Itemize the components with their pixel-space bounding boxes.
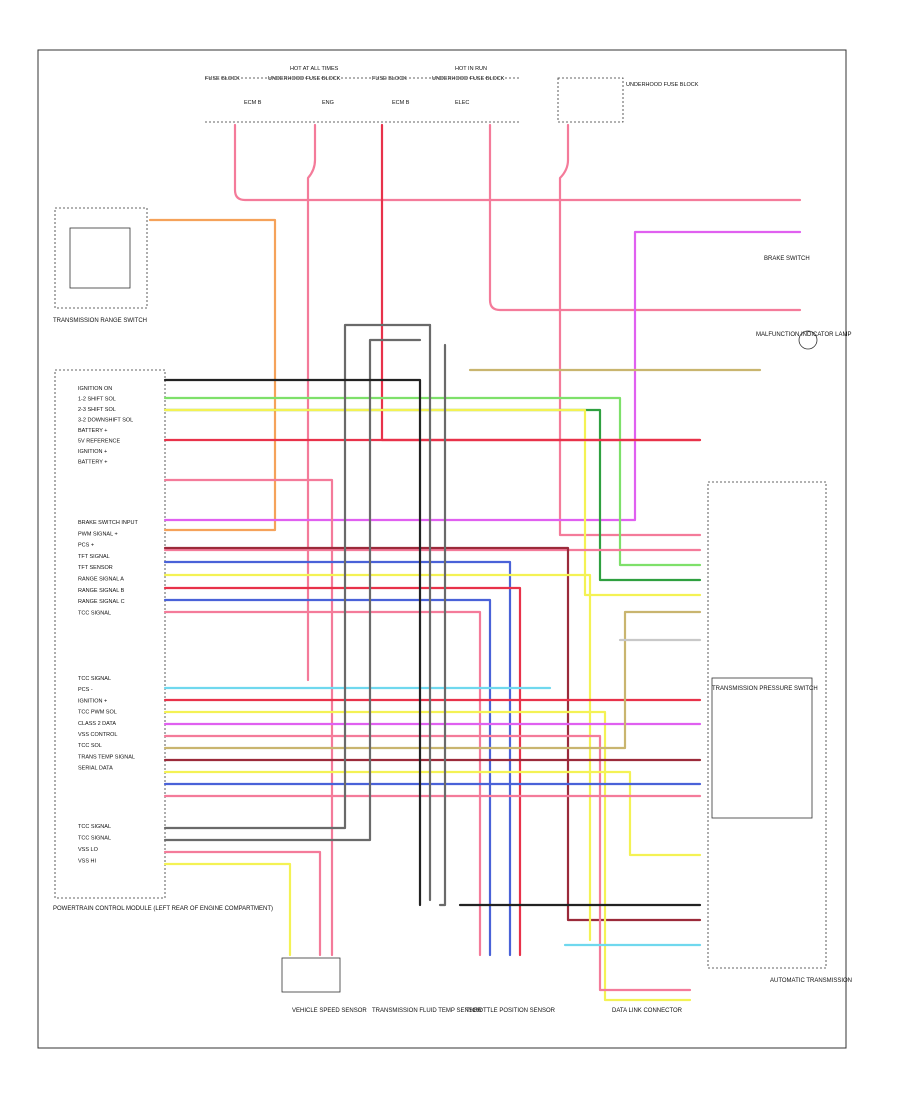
ecm-pin-label: TCC SIGNAL <box>78 824 111 830</box>
wire-tan <box>163 610 702 750</box>
hot-in-run-label: HOT IN RUN <box>455 66 487 72</box>
wire-pink <box>163 610 482 957</box>
tft-label: TRANSMISSION FLUID TEMP SENSOR <box>372 1008 482 1014</box>
ecm-pin-label: RANGE SIGNAL A <box>78 577 124 583</box>
ecm-pin-label: TCC SIGNAL <box>78 836 111 842</box>
wire-yellow <box>163 862 292 957</box>
wire-red <box>163 586 522 957</box>
trans-range-label: TRANSMISSION RANGE SWITCH <box>53 318 147 324</box>
wire-pink <box>306 123 317 682</box>
malfunction-lamp-icon <box>798 330 818 350</box>
ecm-pin-label: IGNITION + <box>78 449 107 455</box>
ecm-pin-label: RANGE SIGNAL C <box>78 599 125 605</box>
wire-gray <box>438 343 447 907</box>
ecm-pin-label: TCC SIGNAL <box>78 676 111 682</box>
pcm-label: POWERTRAIN CONTROL MODULE (LEFT REAR OF … <box>53 906 273 912</box>
wire-blue <box>163 598 492 957</box>
ecm-pin-group-4: TCC SIGNAL TCC SIGNAL VSS LO VSS HI <box>78 824 111 865</box>
wire-violet <box>163 230 802 522</box>
ecm-pin-group-2: BRAKE SWITCH INPUT PWM SIGNAL + PCS + TFT S… <box>78 520 139 616</box>
ecm-pin-label: TCC PWM SOL <box>78 710 117 716</box>
ecm-pin-label: TCC SOL <box>78 743 102 749</box>
ecm-pin-group-3: TCC SIGNAL PCS - IGNITION + TCC PWM SOL CLAS… <box>78 676 135 772</box>
wire-yellow <box>163 573 592 942</box>
ecm-pin-label: 3-2 DOWNSHIFT SOL <box>78 418 133 424</box>
malfunction-lamp-label: MALFUNCTION INDICATOR LAMP <box>756 332 851 338</box>
ecm-pin-label: VSS LO <box>78 847 99 853</box>
ecm-pin-label: TCC SIGNAL <box>78 610 111 616</box>
ecm-pin-label: BRAKE SWITCH INPUT <box>78 520 139 526</box>
wire-yellow <box>163 710 692 1002</box>
ecm-pin-label: TFT SIGNAL <box>78 554 110 560</box>
pcm-block: POWERTRAIN CONTROL MODULE (LEFT REAR OF … <box>53 369 273 912</box>
ecm-pin-label: CLASS 2 DATA <box>78 721 116 727</box>
ecm-pin-label: RANGE SIGNAL B <box>78 588 125 594</box>
ecm-pin-label: BATTERY + <box>78 460 108 466</box>
auto-trans-block: TRANSMISSION PRESSURE SWITCH AUTOMATIC T… <box>707 481 852 984</box>
wire-pink <box>488 123 802 312</box>
wire-brown <box>163 546 702 922</box>
wire-pink <box>233 123 802 202</box>
hot-at-all-times-label: HOT AT ALL TIMES <box>290 66 339 72</box>
underhood-fuse-label: UNDERHOOD FUSE BLOCK <box>626 82 699 88</box>
tps-label: THROTTLE POSITION SENSOR <box>466 1008 556 1014</box>
auto-trans-label: AUTOMATIC TRANSMISSION <box>770 978 852 984</box>
ecm-pin-label: IGNITION + <box>78 698 107 704</box>
wire-yellow <box>163 770 702 857</box>
wire-blue <box>163 560 512 957</box>
wires-layer <box>148 123 802 1002</box>
ecm-pin-label: IGNITION ON <box>78 386 112 392</box>
pressure-switch-label: TRANSMISSION PRESSURE SWITCH <box>712 686 818 692</box>
fuse-panel: HOT AT ALL TIMES HOT IN RUN FUSE BLOCK U… <box>205 66 699 123</box>
fuse-2: ENG <box>322 100 334 106</box>
fuse-4: ELEC <box>455 100 469 106</box>
fuse-segment-1: FUSE BLOCK <box>205 76 240 82</box>
wire-black <box>163 378 422 907</box>
wire-pink <box>163 734 692 992</box>
vss-label: VEHICLE SPEED SENSOR <box>292 1008 367 1014</box>
fuse-1: ECM B <box>244 100 262 106</box>
wire-gray <box>163 338 422 842</box>
fuse-3: ECM B <box>392 100 410 106</box>
ecm-pin-label: PWM SIGNAL + <box>78 531 118 537</box>
fuse-segment-3: FUSE BLOCK <box>372 76 407 82</box>
wire-pink <box>163 850 322 957</box>
wire-orange <box>148 218 277 532</box>
underhood-fuse-box <box>557 77 624 123</box>
wire-gray <box>163 323 432 830</box>
diagram-frame <box>37 49 847 1049</box>
ecm-pin-label: 2-3 SHIFT SOL <box>78 407 116 413</box>
ecm-pin-label: VSS HI <box>78 859 97 865</box>
ecm-pin-label: 1-2 SHIFT SOL <box>78 397 116 403</box>
ecm-pin-label: BATTERY + <box>78 428 108 434</box>
fuse-segment-4: UNDERHOOD FUSE BLOCK <box>432 76 505 82</box>
wire-pink <box>558 123 702 537</box>
brake-switch-label: BRAKE SWITCH <box>764 256 810 262</box>
ecm-pin-label: TRANS TEMP SIGNAL <box>78 754 135 760</box>
bottom-sensors: VEHICLE SPEED SENSOR TRANSMISSION FLUID … <box>281 957 683 1014</box>
data-link-label: DATA LINK CONNECTOR <box>612 1008 683 1014</box>
ecm-pin-label: 5V REFERENCE <box>78 439 121 445</box>
fuse-segment-2: UNDERHOOD FUSE BLOCK <box>268 76 341 82</box>
ecm-pin-group-1: IGNITION ON 1-2 SHIFT SOL 2-3 SHIFT SOL 3-2… <box>78 386 133 466</box>
ecm-pin-label: TFT SENSOR <box>78 565 113 571</box>
wire-yellow <box>163 408 702 597</box>
wire-light-green <box>163 396 702 567</box>
ecm-pin-label: PCS - <box>78 687 93 693</box>
ecm-pin-label: VSS CONTROL <box>78 732 117 738</box>
ecm-pin-label: PCS + <box>78 543 94 549</box>
transmission-range-switch: TRANSMISSION RANGE SWITCH <box>53 207 148 324</box>
ecm-pin-label: SERIAL DATA <box>78 766 113 772</box>
